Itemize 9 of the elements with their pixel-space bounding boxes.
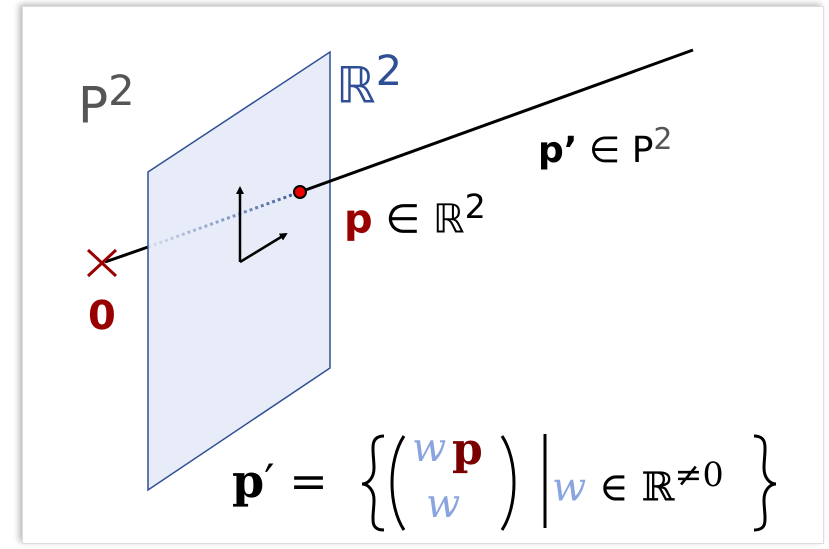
formula-text: p: [452, 428, 483, 472]
line-label: p’ ∈ P$^{2}$: [538, 125, 673, 169]
formula-text: w: [412, 428, 446, 468]
formula-text: w ∈ ℝ$^{≠0}$: [552, 458, 724, 508]
point-label: p ∈ ℝ$^{2}$: [344, 190, 486, 240]
space-label: P$^{2}$: [78, 70, 135, 131]
plane-label: ℝ$^{2}$: [336, 50, 402, 111]
origin-label: 0: [88, 296, 116, 336]
formula-text: w: [426, 484, 460, 524]
